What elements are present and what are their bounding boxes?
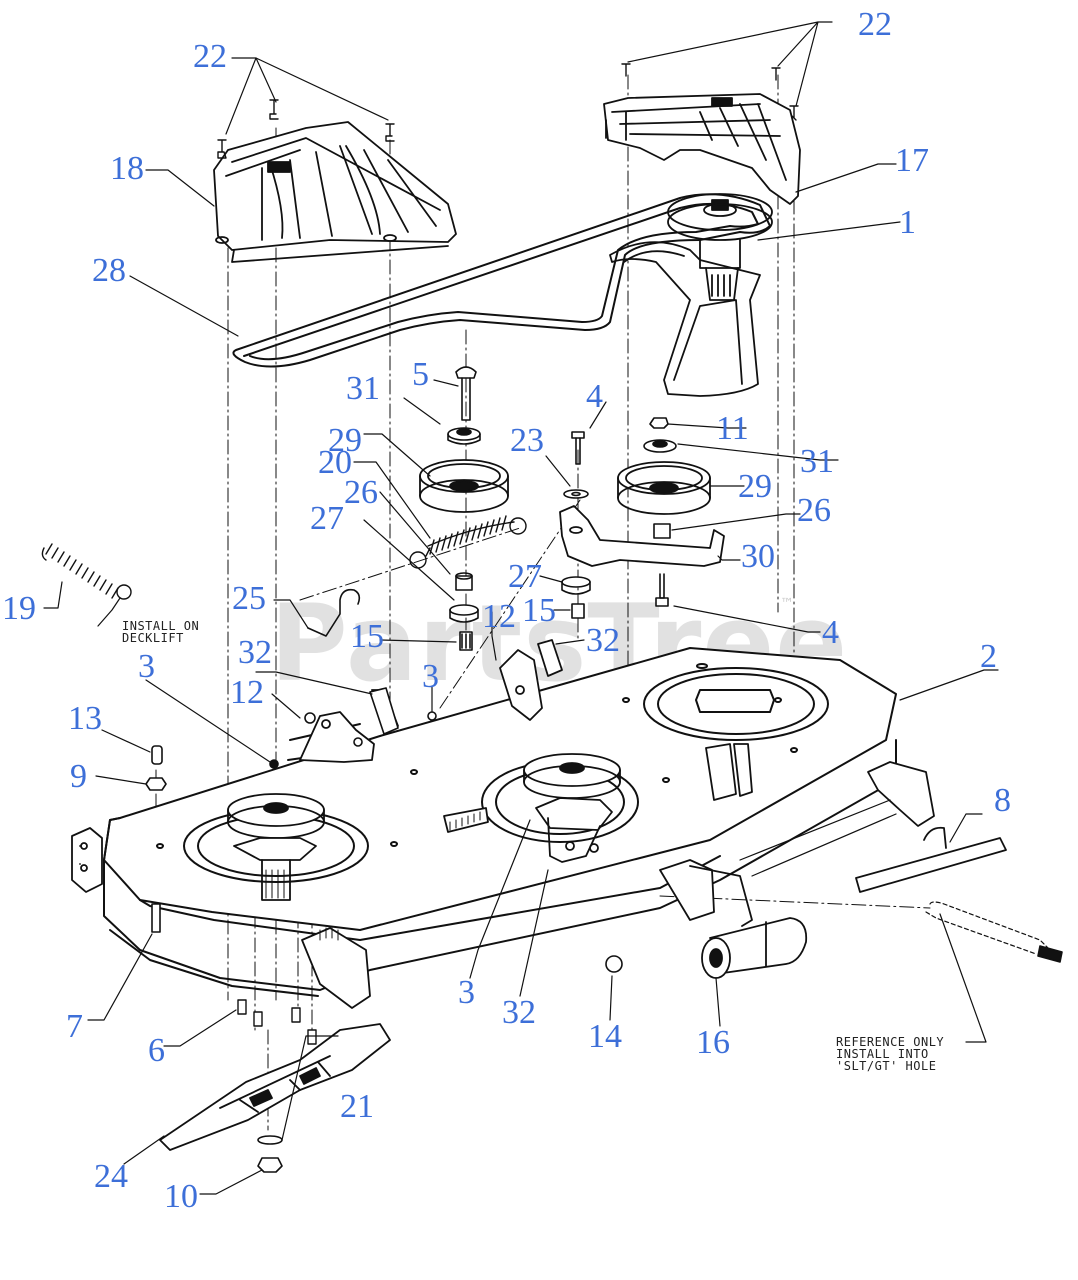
left-deck-cover	[213, 121, 457, 263]
bolt-12-center	[353, 737, 363, 747]
idler-arm-30	[559, 505, 725, 567]
callout-28: 28	[92, 252, 126, 289]
blade-nut-10	[257, 1157, 283, 1173]
bearing-31-right	[643, 439, 677, 453]
callout-31-right: 31	[800, 443, 834, 480]
clip-32-left	[369, 687, 399, 735]
callout-25: 25	[232, 580, 266, 617]
callout-15-left: 15	[350, 618, 384, 655]
callout-14: 14	[588, 1018, 622, 1055]
flange-nut-12	[304, 712, 316, 724]
callout-32-left: 32	[238, 634, 272, 671]
pin-7	[151, 903, 161, 933]
spacer-27-right	[561, 576, 591, 595]
callout-29-right: 29	[738, 468, 772, 505]
callout-29-left: 29	[328, 422, 362, 459]
callout-18: 18	[110, 150, 144, 187]
callout-10: 10	[164, 1178, 198, 1215]
bushing-15-right	[571, 603, 585, 619]
left-spindle-pulley	[227, 793, 325, 901]
bearing-31-left	[447, 427, 481, 445]
callout-17: 17	[895, 142, 929, 179]
washer-21	[257, 1135, 283, 1145]
callout-13: 13	[68, 700, 102, 737]
decklift-spring-19	[41, 543, 132, 600]
idler-arm-bracket	[609, 241, 761, 397]
screws-22	[217, 63, 799, 159]
bolt-4-upper	[571, 431, 585, 465]
callout-4-lower: 4	[822, 614, 839, 651]
nut-3-left	[269, 759, 279, 769]
nut-3-center	[427, 711, 437, 721]
callout-32-bottom: 32	[502, 994, 536, 1031]
note-install-on-decklift: INSTALL ON DECKLIFT	[122, 619, 200, 645]
blade-bolts-6	[237, 999, 317, 1045]
callout-30: 30	[741, 538, 775, 575]
callout-22-right: 22	[858, 6, 892, 43]
idler-pulley-29-right	[617, 461, 711, 515]
callout-2: 2	[980, 638, 997, 675]
callout-31-left: 31	[346, 370, 380, 407]
callout-24: 24	[94, 1158, 128, 1195]
callout-16: 16	[696, 1024, 730, 1061]
anti-scalp-roller-16	[701, 917, 808, 979]
note-reference-only: REFERENCE ONLY INSTALL INTO 'SLT/GT' HOL…	[836, 1035, 945, 1073]
leader-lines	[43, 21, 999, 1195]
washer-23	[563, 489, 589, 499]
callout-27-right: 27	[508, 558, 542, 595]
callout-20: 20	[318, 444, 352, 481]
mower-blade-24	[159, 1023, 391, 1151]
spacer-26-right	[653, 523, 671, 539]
callout-26-left: 26	[344, 474, 378, 511]
bushing-15-left	[459, 631, 473, 651]
callout-1: 1	[899, 204, 916, 241]
callout-3-bottom: 3	[458, 974, 475, 1011]
deck-lift-rod	[739, 799, 1007, 893]
callout-3-center: 3	[422, 658, 439, 695]
callout-23: 23	[510, 422, 544, 459]
callout-8: 8	[994, 782, 1011, 819]
reference-arm	[925, 901, 1051, 955]
callout-26-right: 26	[797, 492, 831, 529]
spacer-26-left	[455, 572, 473, 591]
callout-12-left: 12	[230, 674, 264, 711]
pin-13	[151, 745, 163, 765]
callout-27-left: 27	[310, 500, 344, 537]
center-spindle-pulley	[523, 753, 621, 863]
callout-11: 11	[716, 410, 749, 447]
hook-25	[307, 588, 361, 637]
callout-32-right: 32	[586, 622, 620, 659]
callout-9: 9	[70, 758, 87, 795]
callout-4-upper: 4	[586, 378, 603, 415]
deck-brackets	[71, 639, 935, 1009]
idler-pulley-29-left	[419, 459, 509, 513]
nut-9	[145, 777, 167, 791]
nut-11	[649, 417, 669, 429]
callout-3-left: 3	[138, 648, 155, 685]
callout-15-right: 15	[522, 592, 556, 629]
callout-6: 6	[148, 1032, 165, 1069]
reference-fitting	[1037, 945, 1063, 963]
nut-14	[605, 955, 623, 973]
right-deck-cover	[603, 93, 801, 205]
callout-5: 5	[412, 356, 429, 393]
callout-21: 21	[340, 1088, 374, 1125]
bolt-4-lower	[655, 573, 669, 607]
callout-19: 19	[2, 590, 36, 627]
drive-belt	[232, 193, 771, 368]
pulley-bolt-5	[455, 366, 477, 421]
spacer-27-left	[449, 604, 479, 623]
watermark-trademark: ™	[780, 596, 794, 612]
callout-7: 7	[66, 1008, 83, 1045]
callout-22-left: 22	[193, 38, 227, 75]
callout-12-center: 12	[482, 598, 516, 635]
